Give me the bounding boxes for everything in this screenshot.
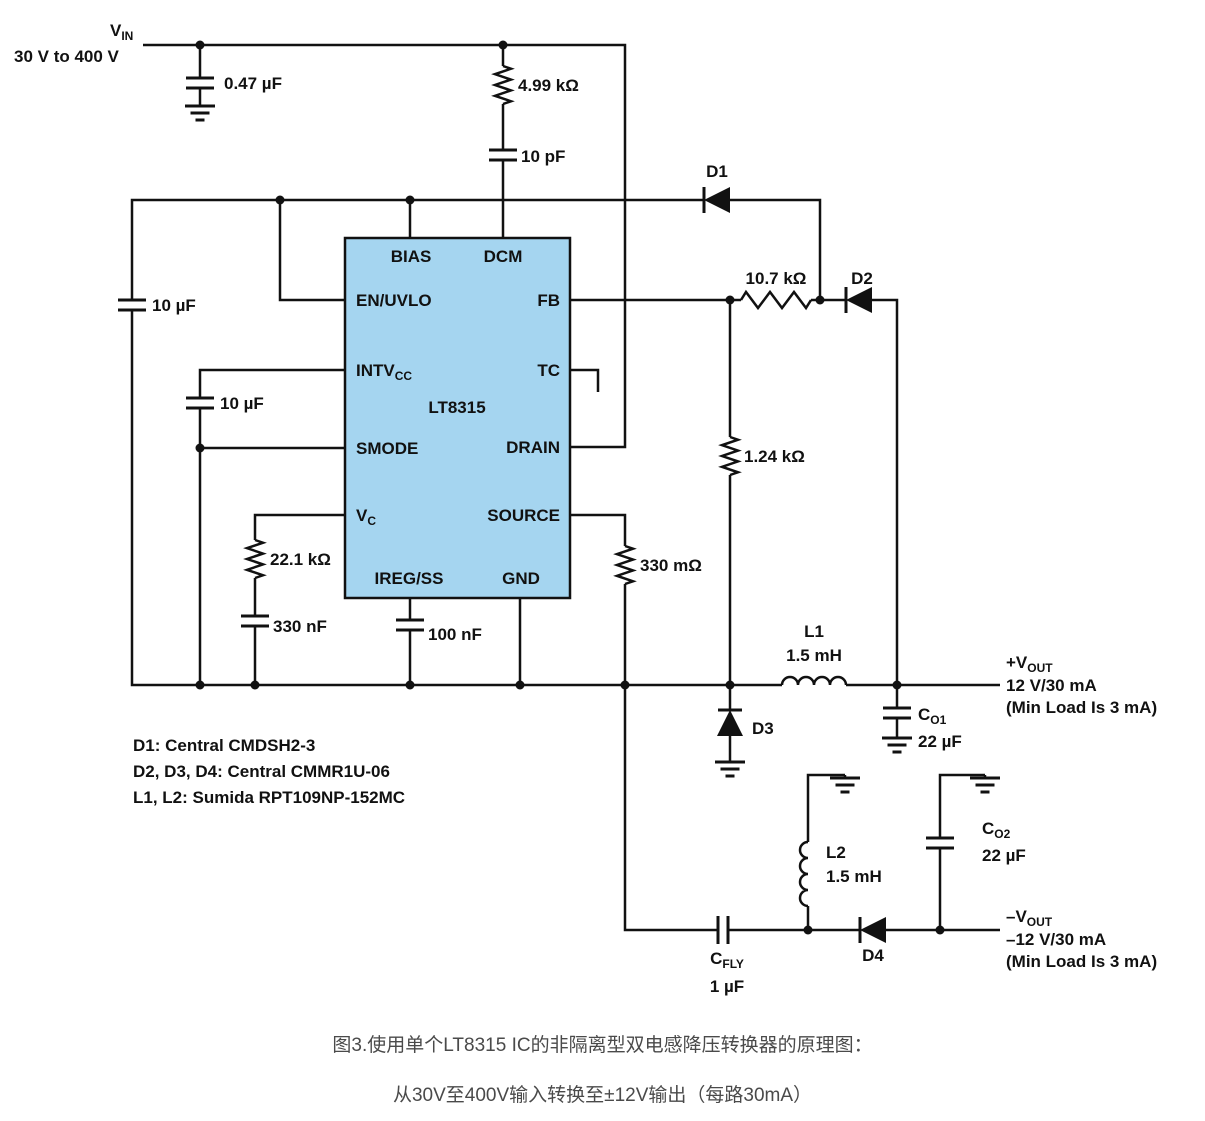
capacitor-cfly	[716, 916, 730, 944]
ground-co2	[970, 776, 1000, 794]
diode-d4	[858, 917, 886, 943]
resistor-rsense	[613, 544, 637, 586]
pin-en-uvlo: EN/UVLO	[356, 291, 432, 310]
neg-out-label: –VOUT	[1006, 907, 1053, 929]
pin-source: SOURCE	[487, 506, 560, 525]
diode-d2	[844, 287, 872, 313]
ground-d3	[715, 760, 745, 778]
cbias-value: 10 µF	[152, 296, 196, 315]
cdcm-value: 10 pF	[521, 147, 565, 166]
l1-ref: L1	[804, 622, 824, 641]
capacitor-css	[396, 618, 424, 632]
rfb1-value: 10.7 kΩ	[746, 269, 807, 288]
ic-part-number: LT8315	[428, 398, 485, 417]
circuit-schematic: BIAS DCM EN/UVLO FB INTVCC TC LT8315 SMO…	[14, 21, 1157, 996]
figure-caption: 图3.使用单个LT8315 IC的非隔离型双电感降压转换器的原理图： 从30V至…	[0, 1034, 1205, 1108]
capacitor-cintvcc	[186, 396, 214, 410]
pos-out-rating: 12 V/30 mA	[1006, 676, 1097, 695]
resistor-rdcm	[491, 64, 515, 106]
neg-out-rating: –12 V/30 mA	[1006, 930, 1106, 949]
co1-value: 22 µF	[918, 732, 962, 751]
ground-l2	[830, 776, 860, 794]
resistor-rfb1	[739, 289, 813, 311]
capacitor-co2	[926, 836, 954, 850]
rvc-value: 22.1 kΩ	[270, 550, 331, 569]
co2-value: 22 µF	[982, 846, 1026, 865]
note-l1-l2: L1, L2: Sumida RPT109NP-152MC	[133, 788, 405, 807]
neg-out-note: (Min Load Is 3 mA)	[1006, 952, 1157, 971]
capacitor-cdcm	[489, 148, 517, 162]
resistor-rvc	[243, 538, 267, 580]
pin-smode: SMODE	[356, 439, 418, 458]
pin-intvcc: INTVCC	[356, 361, 412, 383]
note-d2-d3-d4: D2, D3, D4: Central CMMR1U-06	[133, 762, 390, 781]
pos-out-note: (Min Load Is 3 mA)	[1006, 698, 1157, 717]
vin-range-label: 30 V to 400 V	[14, 47, 120, 66]
inductor-l2	[798, 840, 809, 908]
ic-lt8315: BIAS DCM EN/UVLO FB INTVCC TC LT8315 SMO…	[343, 236, 572, 600]
wires	[130, 43, 1000, 932]
ground-cin	[185, 104, 215, 122]
co2-ref: CO2	[982, 819, 1011, 841]
cintvcc-value: 10 µF	[220, 394, 264, 413]
cin-value: 0.47 µF	[224, 74, 282, 93]
diode-d1	[702, 187, 730, 213]
d2-ref: D2	[851, 269, 873, 288]
pin-iregss: IREG/SS	[375, 569, 444, 588]
rfb2-value: 1.24 kΩ	[744, 447, 805, 466]
vin-label: VIN	[110, 21, 133, 43]
inductor-l1	[780, 675, 848, 686]
d1-ref: D1	[706, 162, 728, 181]
pin-gnd: GND	[502, 569, 540, 588]
cfly-value: 1 µF	[710, 977, 744, 996]
d3-ref: D3	[752, 719, 774, 738]
diode-d3	[717, 708, 743, 736]
resistor-rfb2	[718, 435, 742, 477]
cvc-value: 330 nF	[273, 617, 327, 636]
pin-fb: FB	[537, 291, 560, 310]
l2-value: 1.5 mH	[826, 867, 882, 886]
cfly-ref: CFLY	[710, 949, 744, 971]
capacitor-cin	[186, 76, 214, 90]
l1-value: 1.5 mH	[786, 646, 842, 665]
rdcm-value: 4.99 kΩ	[518, 76, 579, 95]
ground-co1	[882, 736, 912, 754]
d4-ref: D4	[862, 946, 884, 965]
l2-ref: L2	[826, 843, 846, 862]
pin-tc: TC	[537, 361, 560, 380]
co1-ref: CO1	[918, 705, 947, 727]
rsense-value: 330 mΩ	[640, 556, 702, 575]
pin-bias: BIAS	[391, 247, 432, 266]
capacitor-co1	[883, 706, 911, 720]
pin-dcm: DCM	[484, 247, 523, 266]
caption-line-2: 从30V至400V输入转换至±12V输出（每路30mA）	[392, 1085, 813, 1106]
pin-vc: VC	[356, 506, 376, 528]
pos-out-label: +VOUT	[1006, 653, 1053, 675]
caption-line-1: 图3.使用单个LT8315 IC的非隔离型双电感降压转换器的原理图：	[332, 1035, 873, 1056]
pin-drain: DRAIN	[506, 438, 560, 457]
capacitor-cvc	[241, 614, 269, 628]
junction-dots	[195, 40, 945, 935]
note-d1: D1: Central CMDSH2-3	[133, 736, 315, 755]
capacitor-cbias	[118, 298, 146, 312]
css-value: 100 nF	[428, 625, 482, 644]
